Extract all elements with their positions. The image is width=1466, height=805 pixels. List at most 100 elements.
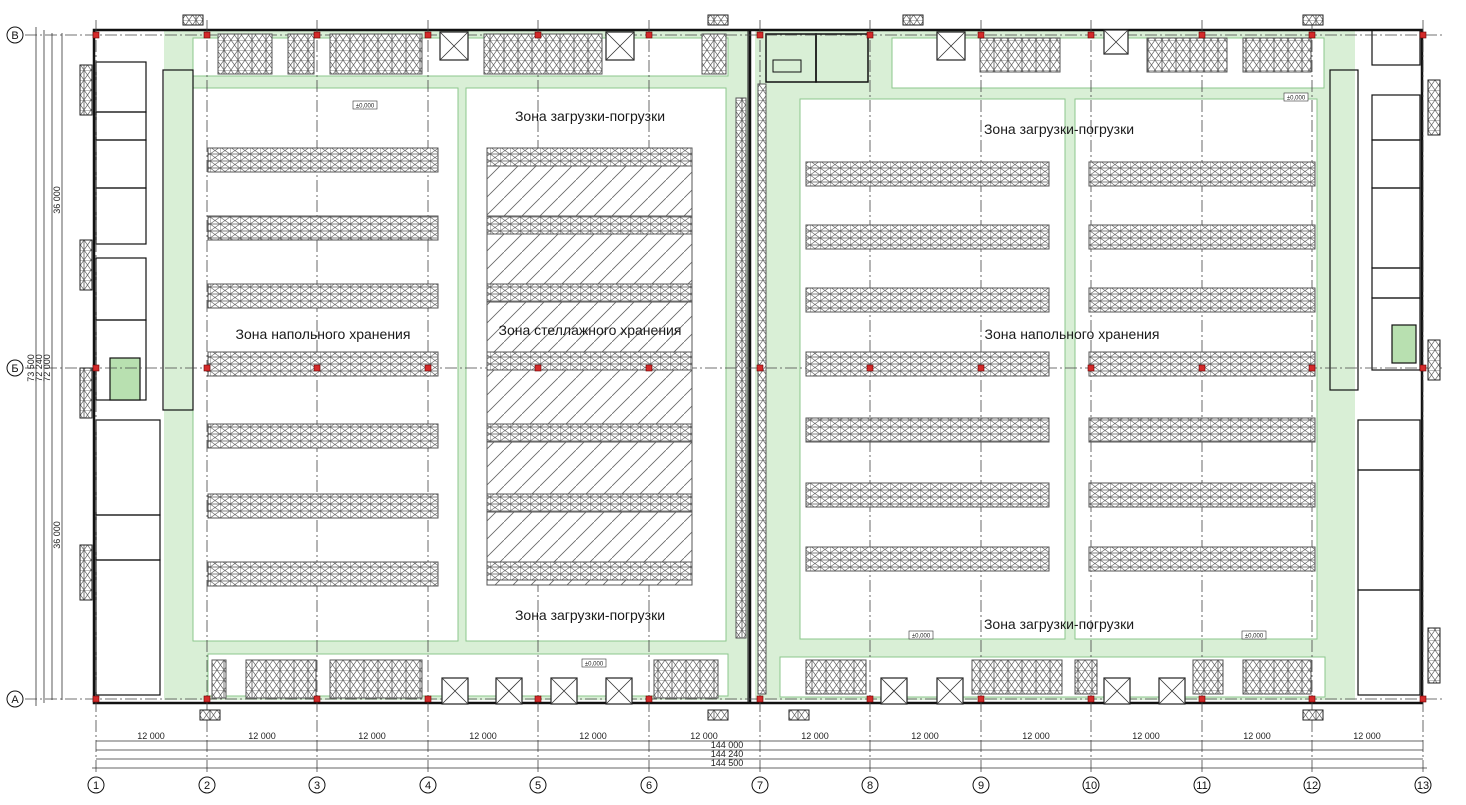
loading-ramp bbox=[1427, 79, 1441, 136]
column bbox=[92, 31, 100, 39]
bay-span: 12 000 bbox=[801, 731, 829, 741]
column bbox=[1419, 364, 1427, 372]
dock-door-cross bbox=[441, 677, 469, 705]
side-dimensions: 36 000 36 000 72 000 72 240 73 500 bbox=[26, 186, 62, 549]
column bbox=[313, 31, 321, 39]
storage-rack bbox=[329, 659, 423, 699]
axis-label: 13 bbox=[1417, 780, 1429, 792]
storage-rack bbox=[1146, 37, 1228, 73]
column bbox=[313, 695, 321, 703]
right-office-block bbox=[1329, 29, 1421, 696]
axis-label: 3 bbox=[314, 780, 320, 792]
storage-rack bbox=[1088, 482, 1316, 508]
axis-label: В bbox=[11, 30, 18, 42]
column bbox=[1087, 31, 1095, 39]
column bbox=[534, 31, 542, 39]
storage-rack bbox=[1088, 417, 1316, 443]
column bbox=[1087, 364, 1095, 372]
loading-ramp bbox=[707, 14, 729, 26]
side-span: 36 000 bbox=[52, 186, 62, 214]
axis-bubble bbox=[972, 776, 990, 794]
storage-rack bbox=[486, 561, 693, 581]
dock-door-cross bbox=[495, 677, 523, 705]
column bbox=[313, 364, 321, 372]
storage-rack bbox=[486, 215, 693, 235]
bay-span: 12 000 bbox=[579, 731, 607, 741]
axis-bubble bbox=[640, 776, 658, 794]
dock-door-cross bbox=[1103, 677, 1131, 705]
bay-span: 12 000 bbox=[1353, 731, 1381, 741]
zone-labels: Зона загрузки-погрузки Зона напольного х… bbox=[236, 108, 1160, 632]
dock-doors bbox=[79, 14, 1441, 721]
loading-ramp bbox=[199, 709, 221, 721]
column bbox=[1198, 364, 1206, 372]
storage-rack bbox=[971, 659, 1063, 695]
dock-door-cross bbox=[550, 677, 578, 705]
loading-ramp bbox=[182, 14, 204, 26]
column bbox=[1308, 695, 1316, 703]
loading-ramp bbox=[902, 14, 924, 26]
column bbox=[424, 31, 432, 39]
loading-ramp bbox=[79, 239, 93, 291]
column bbox=[866, 695, 874, 703]
storage-rack bbox=[653, 659, 719, 699]
axis-bubble bbox=[1303, 776, 1321, 794]
dock-door-cross bbox=[1103, 29, 1129, 55]
bay-span: 12 000 bbox=[248, 731, 276, 741]
column bbox=[756, 695, 764, 703]
storage-rack bbox=[207, 283, 439, 309]
column bbox=[424, 364, 432, 372]
storage-rack bbox=[805, 351, 1050, 377]
side-span: 36 000 bbox=[52, 521, 62, 549]
axis-label: 1 bbox=[93, 780, 99, 792]
total-span: 144 500 bbox=[711, 758, 744, 768]
column bbox=[977, 695, 985, 703]
column bbox=[756, 364, 764, 372]
storage-rack bbox=[287, 33, 315, 75]
side-total: 72 000 bbox=[42, 354, 52, 382]
side-total: 72 240 bbox=[34, 354, 44, 382]
bay-dimensions: 12 000 12 000 12 000 12 000 12 000 12 00… bbox=[137, 731, 1381, 768]
column bbox=[977, 364, 985, 372]
axis-label: 9 bbox=[978, 780, 984, 792]
level-mark: ±0,000 bbox=[1245, 634, 1264, 640]
storage-rack bbox=[805, 417, 1050, 443]
total-span: 144 000 bbox=[711, 740, 744, 750]
storage-rack bbox=[805, 659, 867, 695]
bay-span: 12 000 bbox=[690, 731, 718, 741]
storage-rack bbox=[1074, 659, 1098, 695]
column bbox=[92, 364, 100, 372]
column bbox=[1198, 31, 1206, 39]
level-mark: ±0,000 bbox=[1287, 96, 1306, 102]
dimension-chain-left bbox=[35, 27, 63, 706]
axis-bubble bbox=[6, 690, 24, 708]
dock-door-cross bbox=[605, 677, 633, 705]
level-mark: ±0,000 bbox=[585, 662, 604, 668]
storage-rack bbox=[207, 423, 439, 449]
zone-left-loading-top: Зона загрузки-погрузки bbox=[515, 108, 665, 124]
column bbox=[1308, 31, 1316, 39]
loading-ramp bbox=[1427, 627, 1441, 684]
axis-bubble bbox=[6, 26, 24, 44]
storage-rack bbox=[805, 482, 1050, 508]
zone-left-floor-storage: Зона напольного хранения bbox=[236, 326, 411, 342]
zone-right-loading-top: Зона загрузки-погрузки bbox=[984, 121, 1134, 137]
storage-rack bbox=[207, 493, 439, 519]
loading-ramp bbox=[707, 709, 729, 721]
bay-span: 12 000 bbox=[469, 731, 497, 741]
axis-label: 7 bbox=[757, 780, 763, 792]
column bbox=[645, 695, 653, 703]
storage-rack bbox=[979, 37, 1061, 73]
dock-door-cross bbox=[439, 31, 469, 61]
axis-label: 5 bbox=[535, 780, 541, 792]
storage-rack bbox=[207, 561, 439, 587]
storage-rack bbox=[1088, 351, 1316, 377]
zone-rack-storage: Зона стеллажного хранения bbox=[499, 322, 682, 338]
loading-ramp bbox=[79, 64, 93, 116]
storage-rack bbox=[207, 147, 439, 173]
storage-rack bbox=[757, 83, 767, 695]
column bbox=[203, 31, 211, 39]
axis-bubble bbox=[6, 359, 24, 377]
